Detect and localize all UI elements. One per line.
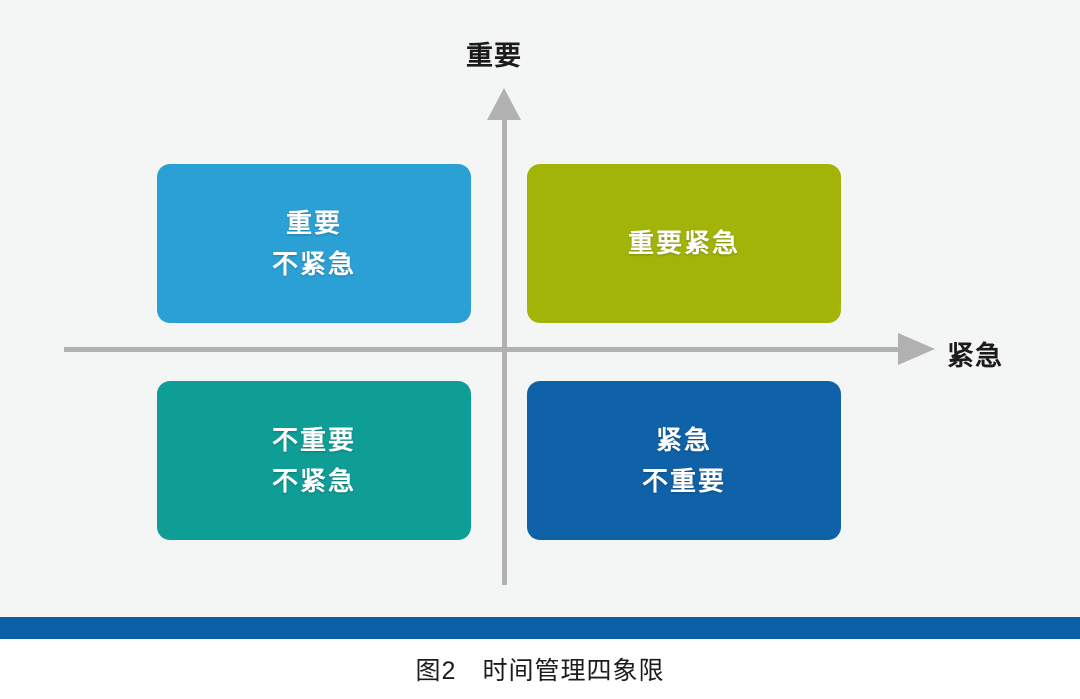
quadrant-label-line: 不紧急 — [271, 248, 356, 279]
quadrant-label-line: 重要 — [285, 208, 342, 239]
figure-caption: 图2 时间管理四象限 — [415, 657, 665, 685]
y-axis-label: 重要 — [466, 41, 522, 71]
quadrant-diagram-canvas: 重要 紧急 重要 不紧急 重要紧急 不重要 不紧急 紧急 不重要 — [0, 0, 1080, 617]
figure-caption-area: 图2 时间管理四象限 — [0, 639, 1080, 699]
bottom-rule-divider — [0, 617, 1080, 639]
quadrant-label-line: 不重要 — [641, 465, 726, 496]
quadrant-label-line: 重要紧急 — [627, 228, 740, 259]
quadrant-urgent-not-important[interactable]: 紧急 不重要 — [527, 381, 850, 542]
arrow-right-icon — [898, 333, 935, 365]
vertical-axis-line — [502, 112, 507, 585]
horizontal-axis-line — [64, 347, 902, 352]
quadrant-important-urgent[interactable]: 重要紧急 — [527, 164, 850, 325]
x-axis-label: 紧急 — [947, 341, 1003, 371]
quadrant-not-important-not-urgent[interactable]: 不重要 不紧急 — [157, 381, 480, 542]
quadrant-label-line: 不紧急 — [271, 465, 356, 496]
quadrant-important-not-urgent[interactable]: 重要 不紧急 — [157, 164, 480, 325]
quadrant-label-line: 不重要 — [271, 425, 356, 456]
arrow-up-icon — [487, 88, 521, 120]
quadrant-label-line: 紧急 — [655, 425, 712, 456]
